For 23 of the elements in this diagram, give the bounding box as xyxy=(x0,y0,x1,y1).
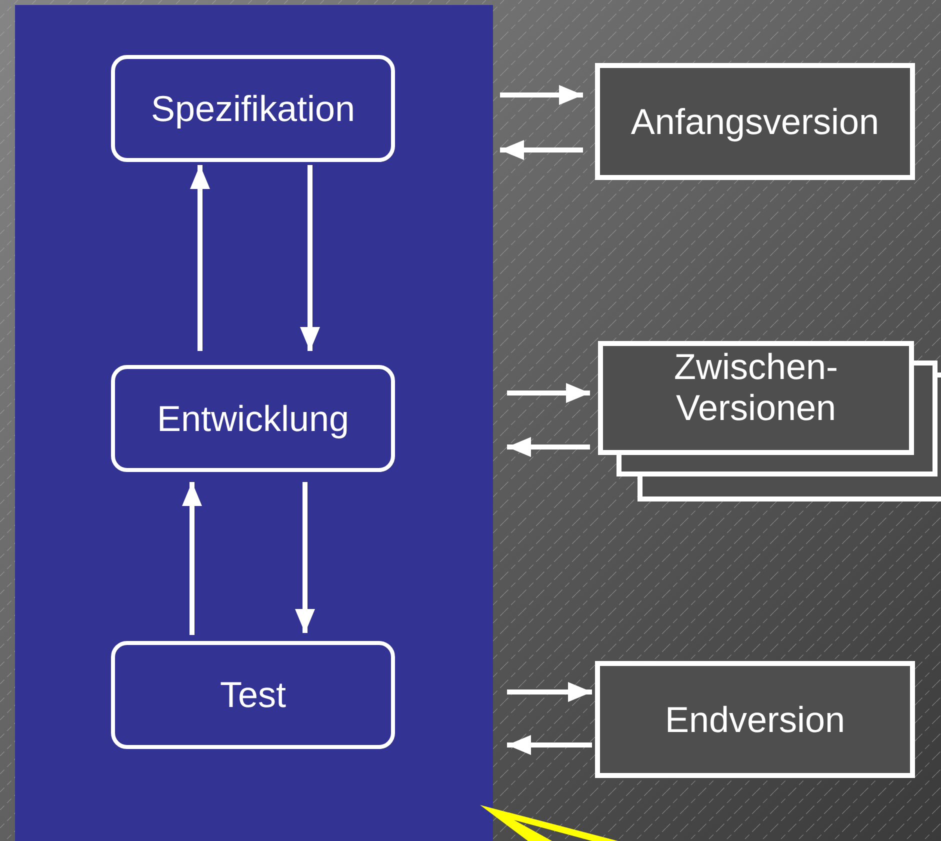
arrow xyxy=(507,383,590,403)
node-label: Entwicklung xyxy=(156,398,350,440)
process-box xyxy=(111,641,395,749)
arrow xyxy=(295,482,315,633)
node-label: Zwischen- Versionen xyxy=(672,346,840,429)
node-label: Test xyxy=(220,674,286,716)
arrow xyxy=(300,165,320,351)
node-label: Anfangsversion xyxy=(630,100,880,142)
callout-pointer xyxy=(480,805,618,841)
version-box xyxy=(595,63,915,180)
phase-panel xyxy=(15,5,493,841)
arrow xyxy=(500,140,583,160)
stacked-version-boxes xyxy=(598,341,941,502)
arrow xyxy=(507,735,592,755)
arrow xyxy=(507,437,590,457)
process-box xyxy=(111,365,395,472)
version-box xyxy=(595,661,915,778)
arrow xyxy=(190,165,210,351)
process-box xyxy=(111,55,395,162)
arrow xyxy=(500,85,583,105)
arrow xyxy=(182,482,202,635)
node-label: Endversion xyxy=(664,698,846,740)
node-label: Spezifikation xyxy=(150,88,356,130)
